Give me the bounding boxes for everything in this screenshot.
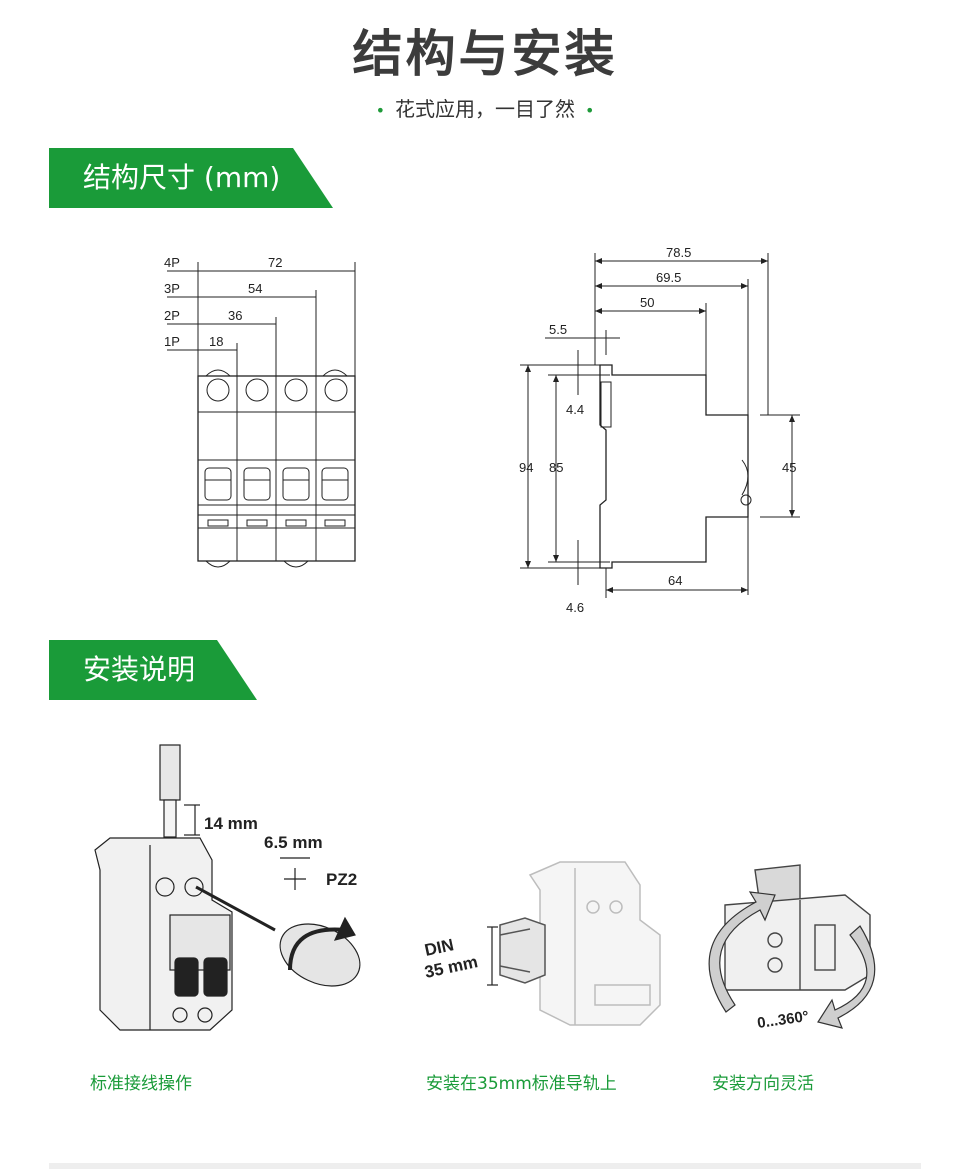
caption-din-rail: 安装在35mm标准导轨上 [426, 1074, 617, 1094]
pole-label-3p: 3P [164, 281, 180, 296]
base-depth-label: 64 [668, 573, 682, 588]
clip-top-label: 4.4 [566, 402, 584, 417]
width-label-2p: 36 [228, 308, 242, 323]
rail-height-label: 45 [782, 460, 796, 475]
clip-bottom-label: 4.6 [566, 600, 584, 615]
din-label: DIN [423, 935, 456, 960]
screwdriver-label: PZ2 [326, 870, 357, 889]
depth-total-label: 78.5 [666, 245, 691, 260]
depth-2-label: 69.5 [656, 270, 681, 285]
screw-size-label: 6.5 mm [264, 833, 323, 852]
width-label-1p: 18 [209, 334, 223, 349]
height-total-label: 94 [519, 460, 533, 475]
front-view-drawing: 4P 3P 2P 1P 72 54 36 18 [164, 255, 356, 568]
subtitle-text: 花式应用，一目了然 [395, 97, 575, 121]
pole-label-4p: 4P [164, 255, 180, 270]
height-body-label: 85 [549, 460, 563, 475]
footer-divider [49, 1163, 921, 1169]
top-offset-label: 5.5 [549, 322, 567, 337]
section-banner-install: 安装说明 [49, 640, 257, 700]
wiring-illustration: 14 mm 6.5 mm PZ2 [94, 744, 361, 1031]
pole-label-1p: 1P [164, 334, 180, 349]
page-subtitle: • 花式应用，一目了然 • [0, 93, 970, 122]
rotation-label: 0...360° [756, 1008, 810, 1032]
depth-3-label: 50 [640, 295, 654, 310]
din-rail-illustration: DIN 35 mm [423, 861, 661, 1026]
side-view-drawing: 78.5 69.5 50 5.5 4.4 94 85 45 64 4.6 [519, 245, 800, 615]
pole-label-2p: 2P [164, 308, 180, 323]
rotation-illustration: 0...360° [708, 864, 876, 1032]
page-title: 结构与安装 [352, 25, 618, 83]
width-label-4p: 72 [268, 255, 282, 270]
bullet-left: • [375, 101, 385, 120]
section-banner-dimensions: 结构尺寸 (mm) [49, 148, 333, 208]
bullet-right: • [585, 101, 595, 120]
strip-length-label: 14 mm [204, 814, 258, 833]
caption-rotation: 安装方向灵活 [712, 1074, 814, 1094]
width-label-3p: 54 [248, 281, 262, 296]
caption-wiring: 标准接线操作 [90, 1074, 192, 1094]
